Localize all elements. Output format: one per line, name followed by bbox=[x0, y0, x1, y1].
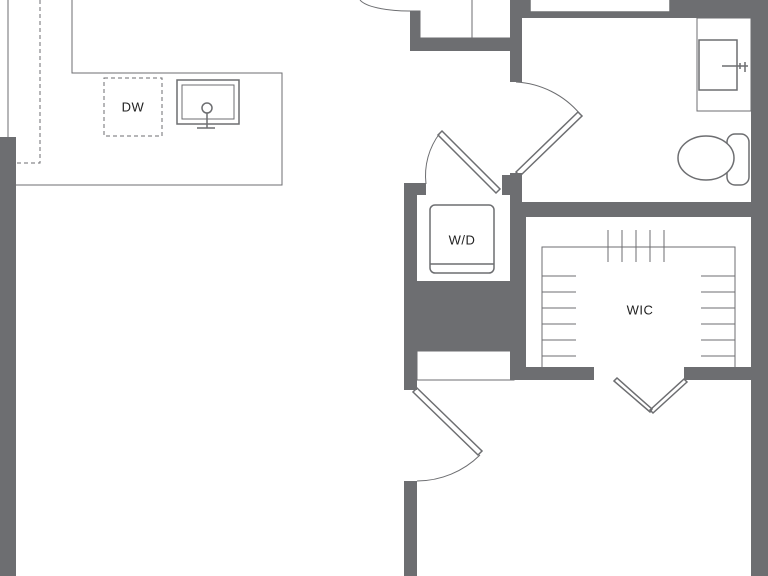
laundry-wall-lower bbox=[404, 341, 417, 390]
laundry-shelf bbox=[416, 350, 515, 381]
laundry-wall-top-stub bbox=[404, 183, 426, 195]
wic-shelving bbox=[541, 246, 736, 367]
bedroom-wall-left bbox=[404, 481, 417, 576]
kitchen: DW bbox=[0, 0, 283, 576]
closet-wall-bottom bbox=[410, 38, 520, 51]
bath-wall-bottom bbox=[510, 202, 768, 217]
kitchen-island-counter bbox=[16, 0, 283, 186]
dishwasher-label: DW bbox=[122, 99, 145, 114]
wic-bifold-door bbox=[612, 376, 689, 415]
wic-wall-bottom-right bbox=[684, 367, 768, 380]
closet-wall-left bbox=[510, 202, 526, 380]
bathroom-door bbox=[514, 81, 584, 178]
bedroom-entry bbox=[404, 386, 484, 576]
bathroom bbox=[510, 0, 768, 576]
bedroom-door bbox=[411, 386, 484, 482]
toilet bbox=[677, 133, 750, 186]
laundry-closet: W/D bbox=[404, 129, 526, 390]
bath-wall-left-upper bbox=[510, 0, 522, 82]
dishwasher bbox=[103, 77, 163, 137]
right-exterior-wall bbox=[751, 0, 768, 576]
laundry-door bbox=[425, 129, 502, 195]
laundry-door-jamb bbox=[502, 175, 522, 195]
closet-door-swing bbox=[359, 0, 421, 38]
walk-in-closet: WIC bbox=[514, 230, 768, 415]
closet-wall-left bbox=[410, 11, 420, 51]
wic-rod-right bbox=[701, 275, 735, 357]
washer-dryer bbox=[429, 204, 495, 274]
wic-rod-left bbox=[542, 275, 576, 357]
walk-in-closet-label: WIC bbox=[627, 302, 654, 317]
upper-cabinet-outline bbox=[16, 0, 41, 164]
bathroom-vanity bbox=[696, 17, 752, 112]
wic-rod-top bbox=[607, 230, 665, 262]
kitchen-sink bbox=[176, 79, 240, 129]
laundry-wall-block bbox=[404, 281, 514, 351]
wic-wall-bottom-left bbox=[514, 367, 594, 380]
bathtub bbox=[529, 0, 671, 13]
washer-dryer-label: W/D bbox=[449, 232, 476, 247]
left-exterior-wall bbox=[0, 137, 16, 576]
entry-closet bbox=[359, 0, 522, 82]
